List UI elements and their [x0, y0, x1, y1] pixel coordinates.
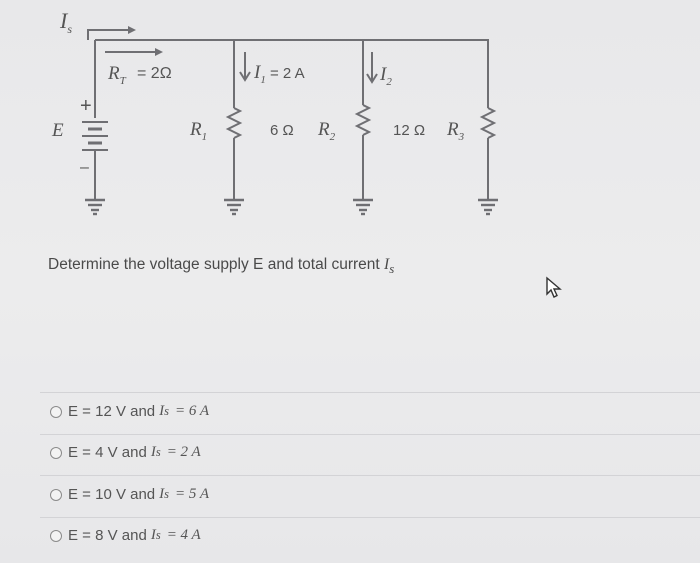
option-value: = 2 A [166, 444, 201, 460]
divider [40, 434, 700, 435]
option-text: E = 4 V and [68, 444, 147, 461]
divider [40, 392, 700, 393]
ground-symbols [85, 198, 498, 216]
i1-value: = 2 A [270, 65, 305, 82]
option-text: E = 8 V and [68, 527, 147, 544]
divider [40, 517, 700, 518]
option-sub: s [164, 404, 170, 418]
i1-label: I1 [253, 62, 266, 86]
minus-sign: – [80, 159, 89, 176]
option-var: I [159, 486, 165, 502]
option-value: = 5 A [175, 486, 210, 502]
radio-button-icon[interactable] [50, 488, 62, 501]
option-var: I [150, 444, 156, 460]
option-value: = 4 A [166, 527, 201, 543]
circuit-diagram: Is RT = 2Ω I1 = 2 A I2 E + – R1 6 Ω R2 1… [51, 8, 498, 216]
plus-sign: + [80, 95, 92, 117]
r3-value: 12 Ω [393, 122, 425, 139]
question-sub: s [389, 261, 395, 277]
option-sub: s [155, 445, 161, 459]
question-var: I [384, 256, 390, 273]
r2-value: 6 Ω [270, 122, 294, 139]
r1-label: R1 [189, 119, 207, 143]
option-sub: s [164, 487, 170, 501]
i2-label: I2 [379, 64, 392, 88]
is-label: Is [59, 8, 72, 36]
question-body: Determine the voltage supply E and total… [48, 256, 385, 273]
question-text: Determine the voltage supply E and total… [48, 256, 394, 277]
rt-value: = 2Ω [137, 65, 172, 82]
rt-label: RT [107, 63, 127, 87]
option-text: E = 12 V and [68, 403, 156, 420]
radio-button-icon[interactable] [50, 405, 62, 418]
r3-label: R3 [446, 119, 465, 143]
divider [40, 475, 700, 476]
option-value: = 6 A [175, 403, 210, 419]
radio-button-icon[interactable] [50, 529, 62, 542]
r2-label: R2 [317, 119, 336, 143]
option-text: E = 10 V and [68, 486, 156, 503]
radio-button-icon[interactable] [50, 446, 62, 459]
e-label: E [51, 120, 64, 141]
mouse-pointer-icon [546, 276, 562, 298]
option-sub: s [155, 528, 161, 542]
option-var: I [150, 527, 156, 543]
option-var: I [159, 403, 165, 419]
